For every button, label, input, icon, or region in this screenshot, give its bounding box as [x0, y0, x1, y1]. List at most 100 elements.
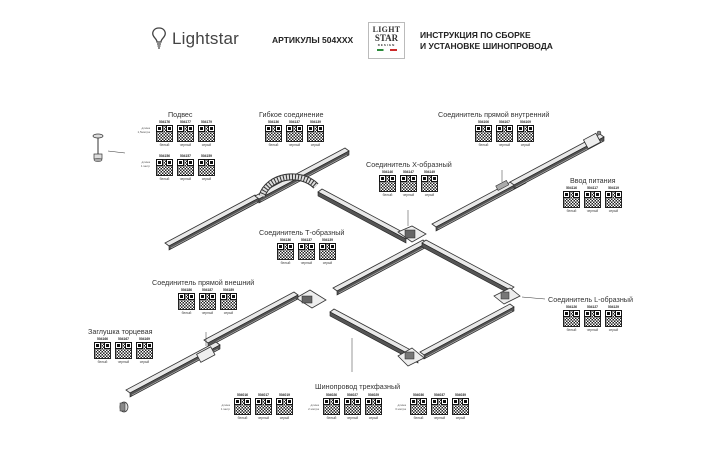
- qr-code-icon[interactable]: [379, 175, 396, 192]
- straight-inner-title: Соединитель прямой внутренний: [438, 110, 550, 119]
- instruction-line1: ИНСТРУКЦИЯ ПО СБОРКЕ: [420, 30, 531, 40]
- end-cap-title: Заглушка торцевая: [88, 327, 153, 336]
- qr-code-icon[interactable]: [286, 125, 303, 142]
- qr-code-icon[interactable]: [94, 342, 111, 359]
- qr-code-icon[interactable]: [136, 342, 153, 359]
- qr-code-icon[interactable]: [177, 125, 194, 142]
- qr-code-icon[interactable]: [234, 398, 251, 415]
- color-label: серый: [608, 328, 619, 332]
- qr-code-icon[interactable]: [298, 243, 315, 260]
- qr-code-icon[interactable]: [178, 293, 195, 310]
- article-code: 504179: [200, 120, 212, 124]
- qr-code-icon[interactable]: [344, 398, 361, 415]
- qr-code-icon[interactable]: [517, 125, 534, 142]
- qr-item[interactable]: 504179 серый: [198, 120, 215, 147]
- article-code: 504149: [423, 170, 435, 174]
- power-feed-title: Ввод питания: [570, 176, 616, 185]
- qr-code-icon[interactable]: [563, 310, 580, 327]
- qr-code-icon[interactable]: [323, 398, 340, 415]
- qr-code-icon[interactable]: [605, 310, 622, 327]
- qr-code-icon[interactable]: [115, 342, 132, 359]
- qr-code-icon[interactable]: [198, 159, 215, 176]
- color-label: серый: [368, 416, 379, 420]
- qr-code-icon[interactable]: [265, 125, 282, 142]
- qr-code-icon[interactable]: [421, 175, 438, 192]
- qr-code-icon[interactable]: [410, 398, 427, 415]
- qr-code-icon[interactable]: [563, 191, 580, 208]
- qr-code-icon[interactable]: [177, 159, 194, 176]
- badge-line1: LIGHT: [372, 25, 401, 34]
- qr-code-icon[interactable]: [156, 125, 173, 142]
- qr-code-icon[interactable]: [198, 125, 215, 142]
- qr-code-icon[interactable]: [496, 125, 513, 142]
- color-label: черный: [117, 360, 130, 364]
- qr-code-icon[interactable]: [220, 293, 237, 310]
- qr-code-icon[interactable]: [277, 243, 294, 260]
- qr-code-icon[interactable]: [400, 175, 417, 192]
- qr-code-icon[interactable]: [431, 398, 448, 415]
- lightstar-design-badge: LIGHT STAR DESIGN: [368, 22, 405, 59]
- qr-code-icon[interactable]: [307, 125, 324, 142]
- color-label: серый: [279, 416, 290, 420]
- qr-code-icon[interactable]: [475, 125, 492, 142]
- color-label: серый: [520, 143, 531, 147]
- qr-code-icon[interactable]: [365, 398, 382, 415]
- qr-code-icon[interactable]: [255, 398, 272, 415]
- qr-code-icon[interactable]: [276, 398, 293, 415]
- qr-code-icon[interactable]: [156, 159, 173, 176]
- track-length-note-1: длина 1 метр: [216, 403, 230, 411]
- flex-connector-illustration: [258, 173, 319, 198]
- qr-code-icon[interactable]: [452, 398, 469, 415]
- color-label: серый: [201, 143, 212, 147]
- qr-code-icon[interactable]: [605, 191, 622, 208]
- qr-code-icon[interactable]: [199, 293, 216, 310]
- qr-code-icon[interactable]: [319, 243, 336, 260]
- article-code: 504189: [222, 288, 234, 292]
- qr-code-icon[interactable]: [584, 310, 601, 327]
- color-label: белый: [159, 177, 170, 181]
- qr-code-icon[interactable]: [584, 191, 601, 208]
